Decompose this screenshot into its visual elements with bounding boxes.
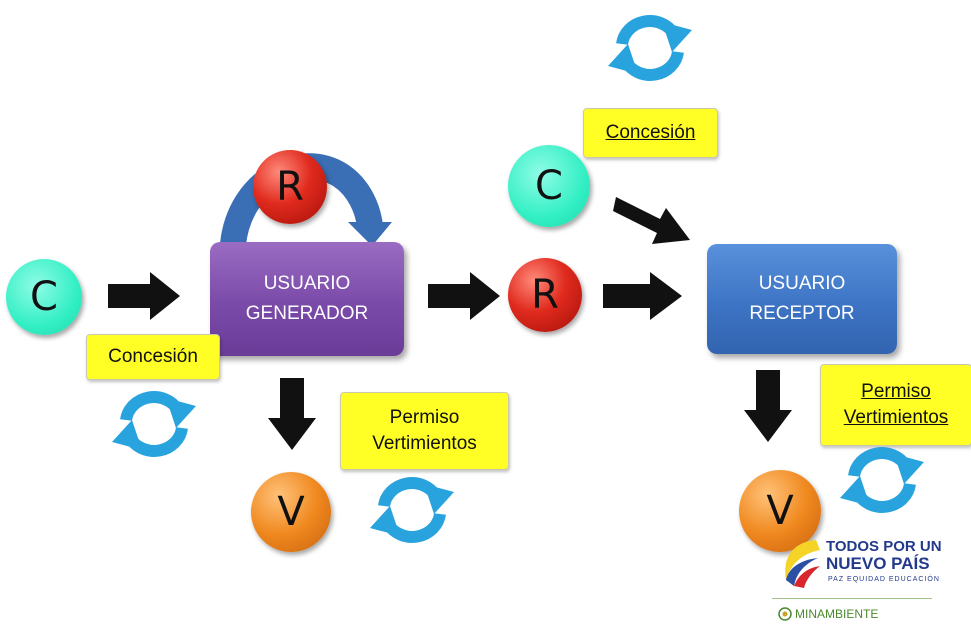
node-v-left: V <box>251 472 331 552</box>
ministry-name: MINAMBIENTE <box>795 607 879 621</box>
cycle-icon-bottom-middle <box>370 477 454 543</box>
box-usuario-receptor: USUARIO RECEPTOR <box>707 244 897 354</box>
node-c-left: C <box>6 259 82 335</box>
node-r-mid-label: R <box>531 272 559 318</box>
colombia-flag-logo-icon <box>785 540 820 588</box>
label-permiso-right-line2: Vertimientos <box>843 407 949 428</box>
node-r-top-label: R <box>276 164 304 210</box>
box-usuario-generador: USUARIO GENERADOR <box>210 242 404 356</box>
node-v-right: V <box>739 470 821 552</box>
cycle-icon-left <box>112 391 196 457</box>
box-receptor-line2: RECEPTOR <box>749 303 855 324</box>
box-generador-line1: USUARIO <box>263 273 351 294</box>
node-c-left-label: C <box>30 274 58 320</box>
label-permiso-left-line1: Permiso <box>389 407 460 428</box>
node-v-left-label: V <box>277 489 305 535</box>
label-concesion-right-text: Concesión <box>605 122 696 143</box>
logo-slogan-line1: TODOS POR UN <box>826 538 942 555</box>
label-permiso-left: Permiso Vertimientos <box>340 392 509 470</box>
label-concesion-left: Concesión <box>86 334 220 380</box>
logo-slogan-line2: NUEVO PAÍS <box>826 554 930 573</box>
node-r-mid: R <box>508 258 582 332</box>
cycle-icon-top <box>608 15 692 81</box>
label-permiso-right-line1: Permiso <box>861 381 931 402</box>
box-receptor-line1: USUARIO <box>758 273 846 294</box>
node-v-right-label: V <box>766 488 794 534</box>
ministry-seal-icon <box>778 607 792 621</box>
node-c-right: C <box>508 145 590 227</box>
logo-divider <box>772 598 932 599</box>
label-permiso-right: Permiso Vertimientos <box>820 364 971 446</box>
label-concesion-left-text: Concesión <box>108 346 198 367</box>
logo-tagline: PAZ EQUIDAD EDUCACIÓN <box>828 576 940 583</box>
cycle-icon-right <box>840 447 924 513</box>
node-c-right-label: C <box>535 163 563 209</box>
node-r-top: R <box>253 150 327 224</box>
label-permiso-left-line2: Vertimientos <box>372 433 477 454</box>
box-generador-line2: GENERADOR <box>245 303 369 324</box>
logo-slogan: TODOS POR UN NUEVO PAÍS <box>826 538 942 572</box>
label-concesion-right: Concesión <box>583 108 718 158</box>
